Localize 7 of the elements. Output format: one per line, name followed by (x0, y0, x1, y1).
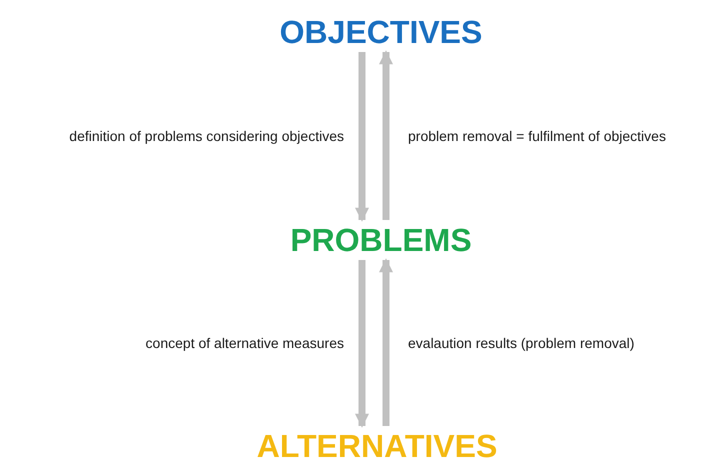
heading-text: ALTERNATIVES (256, 428, 498, 464)
heading-text: PROBLEMS (290, 222, 472, 258)
arrow (379, 258, 393, 426)
arrow (355, 260, 369, 428)
arrow (379, 50, 393, 220)
arrow (355, 52, 369, 222)
heading-text: OBJECTIVES (280, 14, 482, 50)
